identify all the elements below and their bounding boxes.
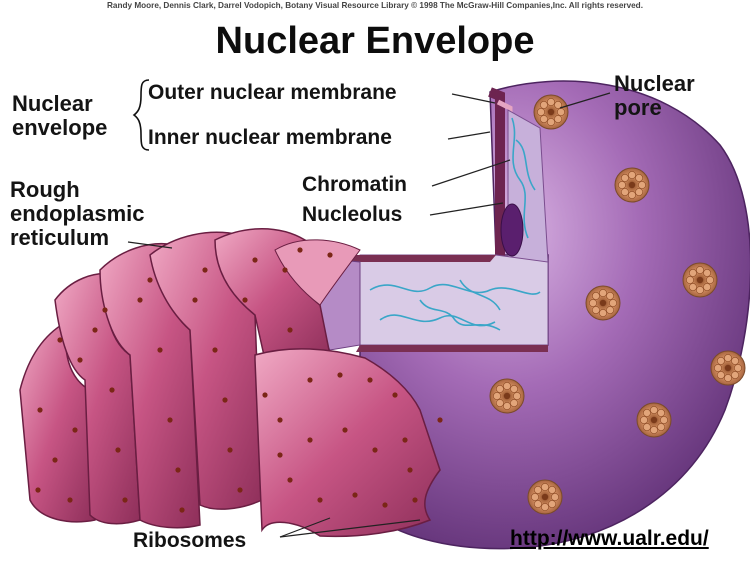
ribosome-dot xyxy=(115,447,121,453)
label-chromatin: Chromatin xyxy=(302,173,407,196)
ribosome-dot xyxy=(277,417,283,423)
ribosome-dot xyxy=(287,327,293,333)
ribosome-dot xyxy=(67,497,73,503)
ribosome-dot xyxy=(342,427,348,433)
ribosome-dot xyxy=(137,297,143,303)
label-nuclear-pore-line1: Nuclear xyxy=(614,71,695,96)
ribosome-dot xyxy=(352,492,358,498)
nuclear-pore xyxy=(636,402,672,438)
nuclear-pore xyxy=(682,262,718,298)
label-nucleolus: Nucleolus xyxy=(302,203,403,226)
nucleoplasm-floor xyxy=(359,254,549,346)
label-rough-er-line2: endoplasmic xyxy=(10,200,145,226)
nuclear-pore xyxy=(614,167,650,203)
ribosome-dot xyxy=(192,297,198,303)
ribosome-dot xyxy=(337,372,343,378)
pointer-lines xyxy=(127,92,611,538)
er-cisterna-6 xyxy=(274,239,361,306)
ribosome-dot xyxy=(202,267,208,273)
label-outer-nuclear-membrane: Outer nuclear membrane xyxy=(148,81,397,104)
envelope-cut-bottom xyxy=(356,345,548,352)
label-rough-er-line1: Rough xyxy=(10,177,80,202)
ribosome-dot xyxy=(237,487,243,493)
ribosomes-pointer-1 xyxy=(279,517,331,538)
ribosome-dot xyxy=(382,502,388,508)
ribosome-dot xyxy=(262,392,268,398)
nuclear-pore xyxy=(533,94,569,130)
ribosome-dot xyxy=(157,347,163,353)
ribosome-dot xyxy=(72,427,78,433)
ribosome-dot xyxy=(307,377,313,383)
ribosome-dot xyxy=(52,457,58,463)
ribosome-dot xyxy=(212,347,218,353)
ribosome-dot xyxy=(227,447,233,453)
ribosomes-pointer-2 xyxy=(279,519,421,538)
label-inner-nuclear-membrane: Inner nuclear membrane xyxy=(148,126,392,149)
ribosome-dot xyxy=(327,252,333,258)
nuclear-pore xyxy=(527,479,563,515)
source-url-link[interactable]: http://www.ualr.edu/ xyxy=(510,527,709,550)
ribosome-dot xyxy=(407,467,413,473)
nucleus xyxy=(312,80,750,550)
outer-membrane-pointer xyxy=(451,93,496,104)
ribosome-dot xyxy=(392,392,398,398)
rough-er-pointer xyxy=(127,241,173,249)
ribosome-dot xyxy=(222,397,228,403)
ribosome-dot xyxy=(37,407,43,413)
nuclear-pores xyxy=(489,94,746,515)
label-rough-er: Rough endoplasmic reticulum xyxy=(10,178,144,249)
ribosome-dot xyxy=(35,487,41,493)
ribosome-dot xyxy=(277,452,283,458)
ribosome-dot xyxy=(179,507,185,513)
label-nuclear-pore-line2: pore xyxy=(614,94,662,120)
ribosome-dot xyxy=(77,357,83,363)
ribosome-dot xyxy=(102,307,108,313)
ribosome-dot xyxy=(317,497,323,503)
inner-membrane-pointer xyxy=(447,131,491,140)
label-nuclear-envelope: Nuclear envelope xyxy=(12,92,107,140)
ribosomes xyxy=(35,247,443,513)
nuclear-pore xyxy=(489,378,525,414)
chromatin xyxy=(369,117,541,331)
rough-endoplasmic-reticulum xyxy=(19,228,443,538)
ribosome-dot xyxy=(412,497,418,503)
ribosome-dot xyxy=(307,437,313,443)
ribosome-dot xyxy=(402,437,408,443)
nuclear-pore-pointer xyxy=(559,92,611,109)
label-nuclear-envelope-line1: Nuclear xyxy=(12,91,93,116)
ribosome-dot xyxy=(147,277,153,283)
credit-line: Randy Moore, Dennis Clark, Darrel Vodopi… xyxy=(107,1,643,10)
er-cisterna-1 xyxy=(19,318,96,523)
ribosome-dot xyxy=(167,417,173,423)
ribosome-dot xyxy=(175,467,181,473)
page-title: Nuclear Envelope xyxy=(215,20,535,62)
nucleolus xyxy=(500,203,524,257)
nuclear-pore xyxy=(710,350,746,386)
ribosome-dot xyxy=(282,267,288,273)
chromatin-pointer xyxy=(431,159,511,187)
nucleolus-pointer xyxy=(429,202,504,216)
ribosome-dot xyxy=(372,447,378,453)
ribosome-dot xyxy=(109,387,115,393)
label-ribosomes: Ribosomes xyxy=(133,529,247,552)
ribosome-dot xyxy=(367,377,373,383)
ribosome-dot xyxy=(437,417,443,423)
nuclear-pore xyxy=(585,285,621,321)
label-nuclear-envelope-line2: envelope xyxy=(12,114,108,140)
envelope-cut-top xyxy=(320,255,496,262)
ribosome-dot xyxy=(252,257,258,263)
ribosome-dot xyxy=(92,327,98,333)
label-rough-er-line3: reticulum xyxy=(10,224,110,250)
ribosome-dot xyxy=(287,477,293,483)
ribosome-dot xyxy=(242,297,248,303)
ribosome-dot xyxy=(297,247,303,253)
label-nuclear-pore: Nuclear pore xyxy=(614,72,695,120)
ribosome-dot xyxy=(122,497,128,503)
ribosome-dot xyxy=(57,337,63,343)
envelope-brace xyxy=(132,79,150,151)
